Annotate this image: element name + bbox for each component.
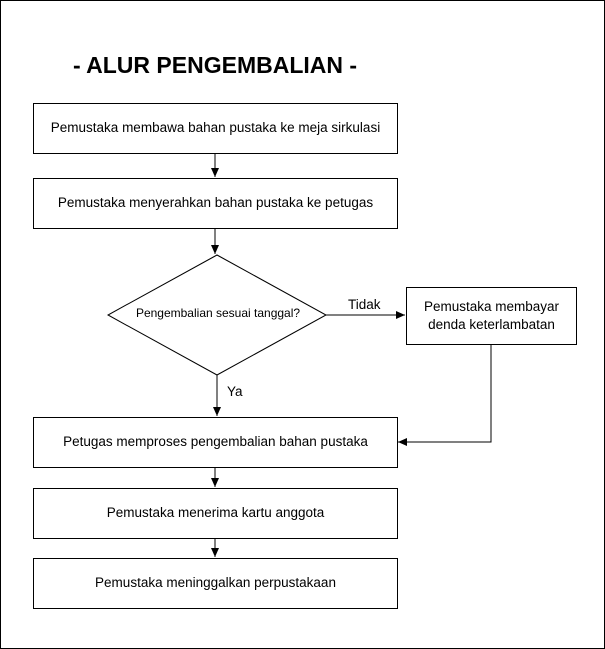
arrow-side-step3	[398, 345, 492, 446]
fine-payment-box: Pemustaka membayar denda keterlambatan	[406, 287, 577, 345]
diagram-title: - ALUR PENGEMBALIAN -	[72, 52, 358, 78]
no-label: Tidak	[348, 297, 381, 312]
step-box-5: Pemustaka meninggalkan perpustakaan	[33, 558, 398, 609]
yes-label: Ya	[227, 384, 243, 399]
step-box-4: Pemustaka menerima kartu anggota	[33, 488, 398, 539]
step-box-2: Pemustaka menyerahkan bahan pustaka ke p…	[33, 178, 398, 229]
step-box-1: Pemustaka membawa bahan pustaka ke meja …	[33, 103, 398, 154]
decision-question: Pengembalian sesuai tanggal?	[135, 306, 301, 320]
step-box-3: Petugas memproses pengembalian bahan pus…	[33, 417, 398, 468]
